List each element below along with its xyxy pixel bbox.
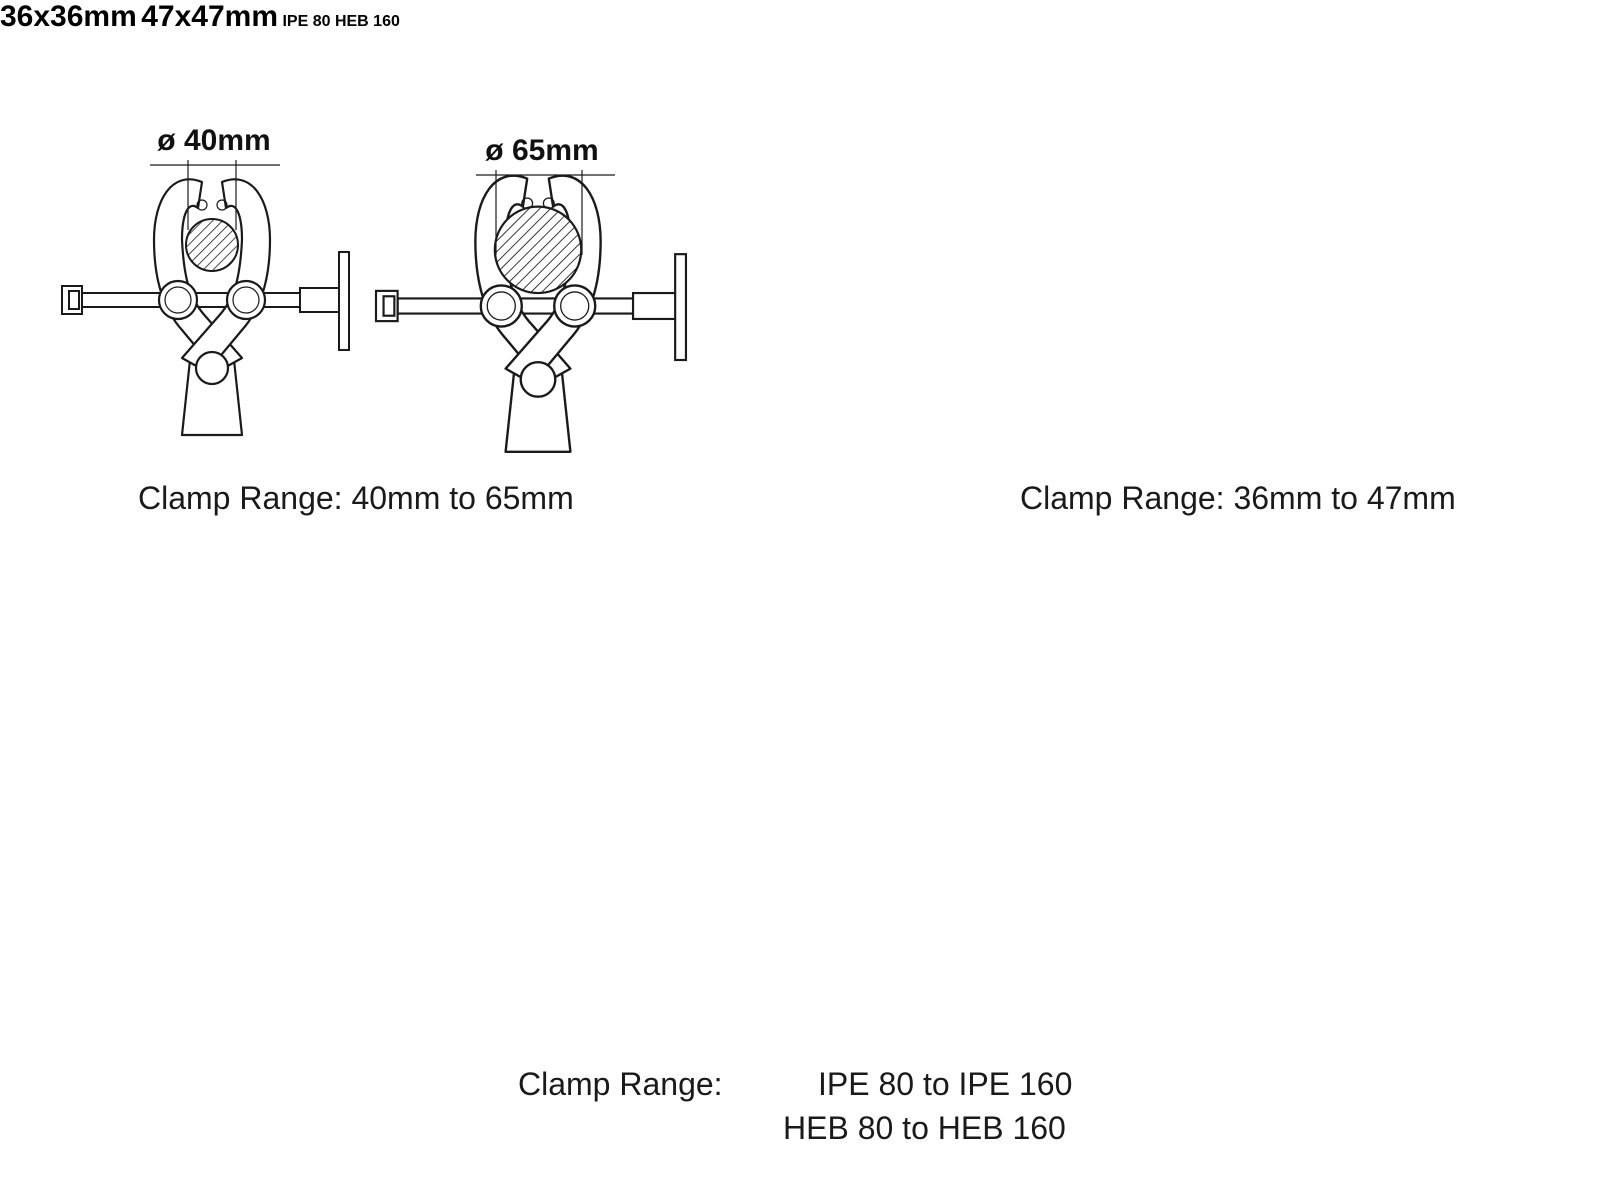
round-clamp-large — [374, 174, 688, 453]
round-dim-small: ø 40mm — [150, 124, 280, 230]
square-dim-small-label: 36x36mm — [0, 0, 137, 33]
square-dim-large: 47x47mm — [141, 0, 282, 33]
beam-caption-line2: HEB 80 to HEB 160 — [783, 1110, 1066, 1146]
round-dim-large: ø 65mm — [476, 134, 615, 255]
ipe-80-label: IPE 80 — [282, 13, 331, 30]
beam-caption-line1: IPE 80 to IPE 160 — [818, 1066, 1073, 1102]
square-caption: Clamp Range: 36mm to 47mm — [1020, 480, 1456, 516]
heb-160-label: HEB 160 — [334, 13, 400, 30]
round-dim-large-label: ø 65mm — [485, 134, 598, 167]
round-caption: Clamp Range: 40mm to 65mm — [138, 480, 574, 516]
square-dim-small: 36x36mm — [0, 0, 141, 33]
square-dim-large-label: 47x47mm — [141, 0, 279, 33]
beam-caption-label: Clamp Range: — [518, 1066, 723, 1102]
round-dim-small-label: ø 40mm — [157, 124, 270, 157]
round-clamp-small — [60, 178, 351, 437]
